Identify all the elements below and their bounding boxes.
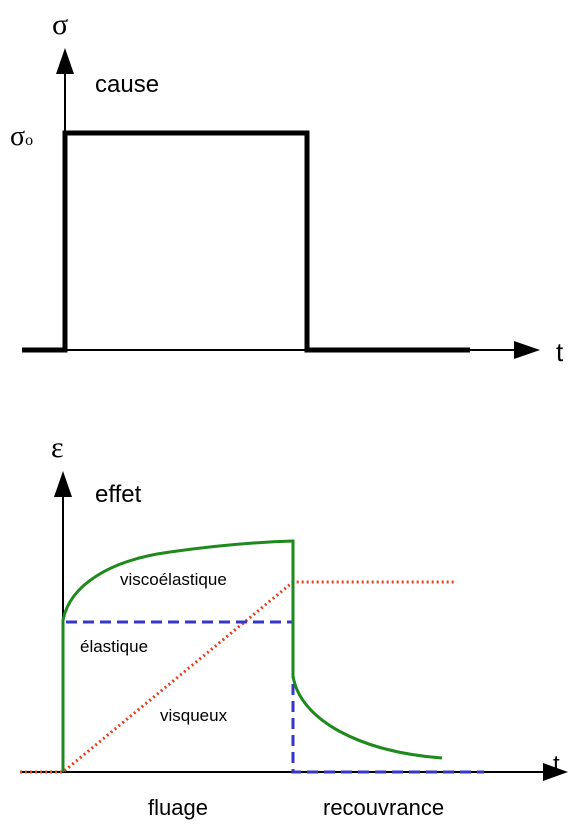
viscoelastic-curve [61, 539, 443, 772]
stress-level-symbol-main: σ [10, 121, 25, 152]
elastic-label: élastique [80, 637, 148, 656]
stress-caption: cause [95, 71, 159, 98]
recovery-phase-label: recouvrance [323, 795, 444, 820]
strain-time-symbol: t [553, 751, 560, 778]
strain-x-axis-arrow-icon [543, 763, 568, 781]
stress-step-signal [22, 130, 470, 353]
stress-axis-symbol: σ [52, 8, 68, 41]
stress-plot: σ cause σo t [10, 8, 564, 367]
stress-x-axis-arrow-icon [514, 341, 540, 359]
stress-time-symbol: t [556, 337, 564, 367]
viscoelastic-label: viscoélastique [120, 570, 227, 589]
stress-level-subscript: o [25, 132, 33, 149]
strain-axis-symbol: ε [51, 431, 64, 464]
viscous-label: visqueux [160, 706, 228, 725]
creep-phase-label: fluage [148, 795, 208, 820]
viscous-curve [20, 580, 456, 774]
strain-caption: effet [95, 481, 142, 508]
strain-plot: viscoélastique élastique visqueux ε effe… [20, 431, 568, 820]
strain-y-axis-arrow-icon [54, 471, 72, 497]
stress-level-symbol: σo [10, 121, 33, 152]
stress-y-axis-arrow-icon [56, 48, 74, 74]
